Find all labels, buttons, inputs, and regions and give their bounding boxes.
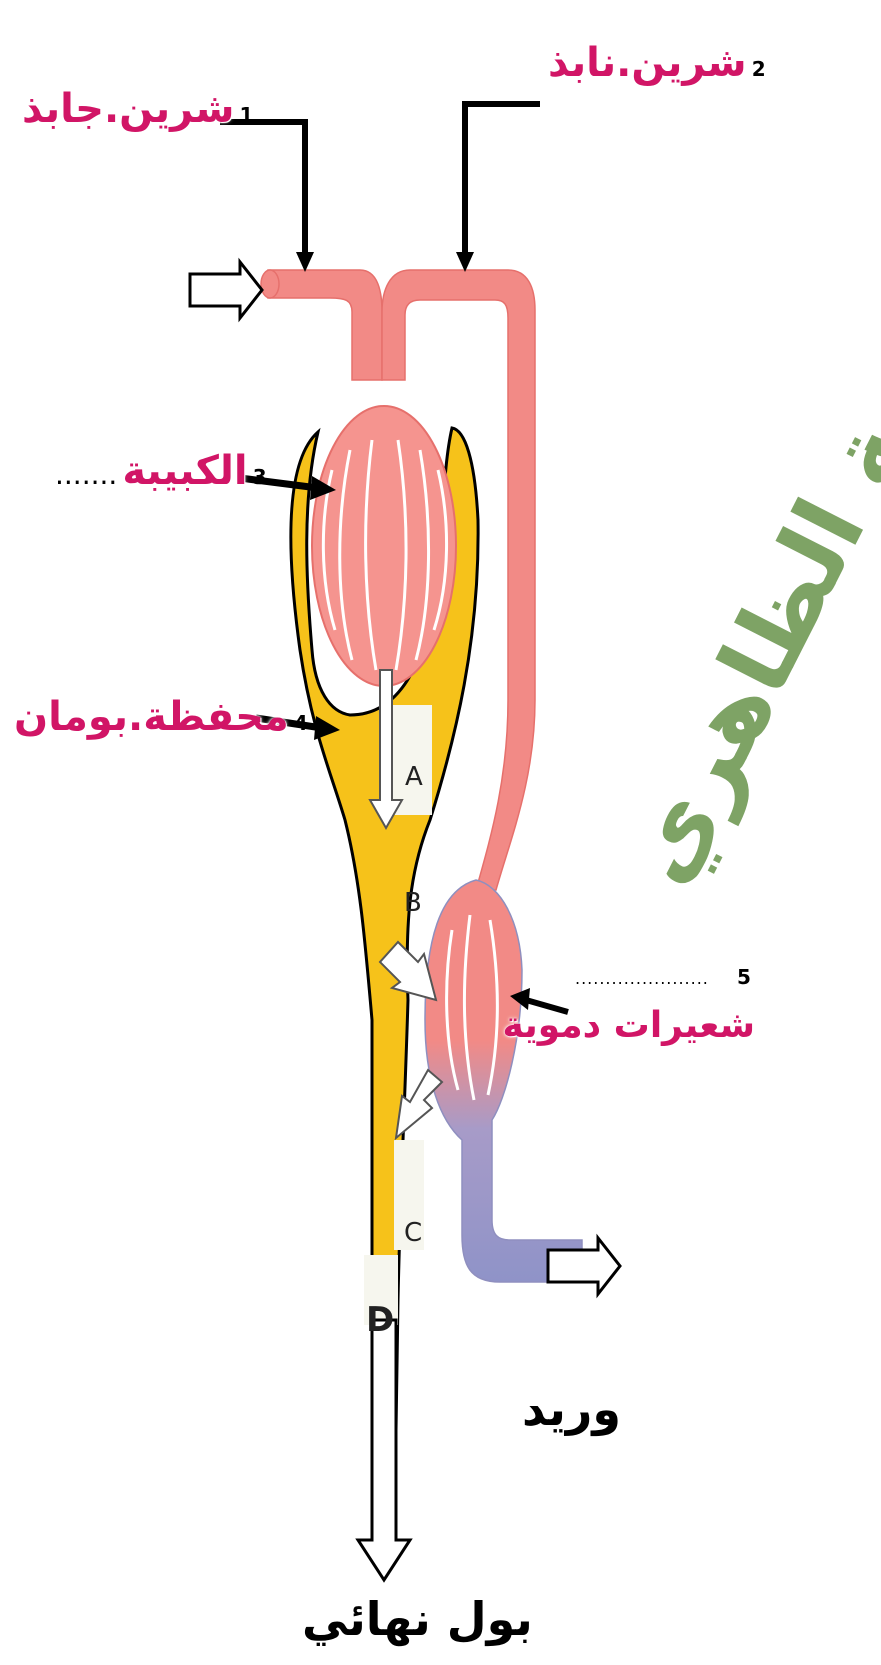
glomerulus <box>312 406 456 686</box>
urine-out-arrow <box>358 1320 410 1580</box>
label-4-number: 4 <box>294 711 308 735</box>
segment-a-label: A <box>405 762 423 792</box>
final-urine-label: بول نهائي <box>302 1592 533 1646</box>
glomerulus-ball <box>312 406 456 686</box>
label-1-number: 1 <box>240 103 254 127</box>
peritubular-capillaries <box>425 880 582 1282</box>
afferent-opening <box>261 270 279 298</box>
label-3-number: 3 <box>253 465 267 489</box>
capillary-bed <box>425 880 582 1282</box>
label-1-text: شرين.جابذ <box>22 86 234 132</box>
label-4-text: محفظة.بومان <box>14 694 289 740</box>
label-1: 1 شرين.جابذ <box>22 86 253 132</box>
label-4: 4 محفظة.بومان <box>14 694 308 740</box>
segment-c-label: C <box>404 1218 422 1248</box>
pointer-2-head <box>456 252 474 272</box>
afferent-arteriole <box>268 270 382 380</box>
segment-b-label: B <box>404 888 422 918</box>
label-2-number: 2 <box>752 57 766 81</box>
pointer-1 <box>220 122 305 262</box>
label-3-text: الكبيبة <box>122 448 247 494</box>
label-3: 3 الكبيبة ....... <box>55 448 267 494</box>
vein-label: وريد <box>522 1382 621 1436</box>
pointer-1-head <box>296 252 314 272</box>
label-2-text: شرين.نابذ <box>548 40 747 86</box>
label-5-text: شعيرات دموية <box>575 1005 755 1046</box>
blood-in-arrow <box>190 262 262 318</box>
label-5-dots: ...................... <box>575 969 709 988</box>
label-2: 2 شرين.نابذ <box>548 40 766 86</box>
label-5-number: 5 <box>737 965 751 989</box>
pointer-2 <box>465 104 540 262</box>
segment-d-label: D <box>366 1300 394 1340</box>
label-3-dots: ....... <box>55 458 117 491</box>
label-5: ...................... 5 شعيرات دموية <box>575 975 755 1046</box>
